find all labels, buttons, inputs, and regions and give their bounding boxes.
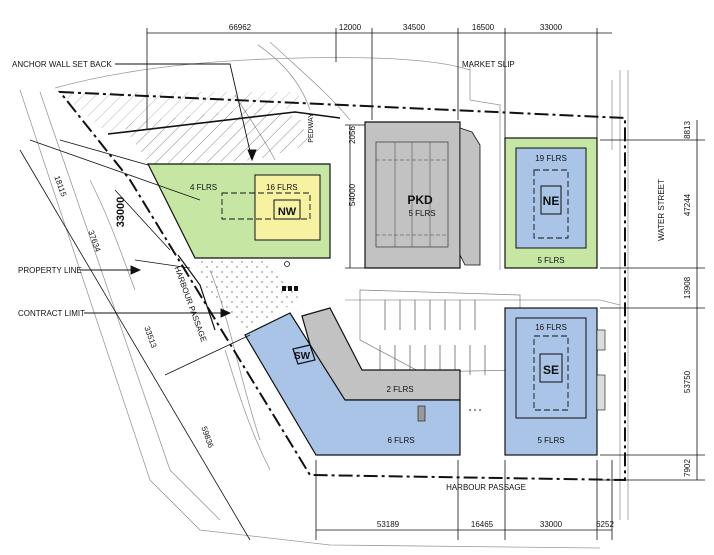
dim-right-3: 13908 xyxy=(683,276,692,299)
dim-left-4: 33513 xyxy=(142,325,158,350)
sw-wing-floors: 2 FLRS xyxy=(386,385,413,394)
sw-name: SW xyxy=(294,351,311,362)
dim-top-2: 12000 xyxy=(339,23,362,32)
label-pedway: PEDWAY xyxy=(308,113,315,143)
parking-stalls xyxy=(379,300,486,375)
leader-arrows xyxy=(80,63,257,318)
building-se: 16 FLRS SE 5 FLRS xyxy=(504,307,606,456)
dim-bottom-2: 16465 xyxy=(471,520,494,529)
pkd-floors: 5 FLRS xyxy=(408,209,435,218)
building-pkd: PKD 5 FLRS xyxy=(364,121,481,269)
se-podium-floors: 5 FLRS xyxy=(537,436,564,445)
dim-bottom-4: 6252 xyxy=(596,520,614,529)
nw-tower-outline xyxy=(221,192,311,220)
dim-pkd-2: 54000 xyxy=(348,183,357,206)
label-water-street: WATER STREET xyxy=(657,179,666,241)
building-sw: SW 2 FLRS 6 FLRS xyxy=(244,307,461,456)
dim-left-2: 33000 xyxy=(115,197,127,228)
dim-left-3: 37634 xyxy=(86,229,102,254)
label-market-slip: MARKET SLIP xyxy=(462,60,515,69)
building-ne: 19 FLRS NE 5 FLRS xyxy=(504,137,598,269)
nw-core xyxy=(273,199,301,220)
label-anchor-wall: ANCHOR WALL SET BACK xyxy=(12,60,112,69)
dim-right-4: 53750 xyxy=(683,370,692,393)
property-boundary xyxy=(57,90,626,482)
dim-bottom-3: 33000 xyxy=(540,520,563,529)
dimension-lines xyxy=(19,28,705,541)
nw-name: NW xyxy=(278,206,297,218)
label-harbour-passage-bottom: HARBOUR PASSAGE xyxy=(446,483,526,492)
dim-right-1: 8813 xyxy=(683,121,692,139)
sw-podium-floors: 6 FLRS xyxy=(387,436,414,445)
ne-podium-floors: 5 FLRS xyxy=(537,256,564,265)
dim-top-1: 66962 xyxy=(229,23,252,32)
dim-top-5: 33000 xyxy=(540,23,563,32)
label-contract-limit: CONTRACT LIMIT xyxy=(18,309,85,318)
nw-podium-floors: 4 FLRS xyxy=(190,183,217,192)
dim-top-3: 34500 xyxy=(403,23,426,32)
ne-tower-floors: 19 FLRS xyxy=(535,154,567,163)
sw-core xyxy=(292,344,316,365)
dim-top-4: 16500 xyxy=(472,23,495,32)
dim-right-2: 47244 xyxy=(683,193,692,216)
se-name: SE xyxy=(543,363,559,377)
dim-bottom-1: 53189 xyxy=(377,520,400,529)
dim-right-5: 7902 xyxy=(683,459,692,477)
site-markers xyxy=(282,261,481,411)
ne-name: NE xyxy=(543,194,560,208)
label-property-line: PROPERTY LINE xyxy=(18,266,82,275)
nw-tower-floors: 16 FLRS xyxy=(266,183,298,192)
dim-left-5: 59836 xyxy=(199,425,215,450)
building-nw: 4 FLRS 16 FLRS NW xyxy=(147,163,331,259)
se-tower-floors: 16 FLRS xyxy=(535,323,567,332)
ne-tower xyxy=(515,147,587,249)
dim-pkd-1: 2056 xyxy=(348,126,357,144)
se-tower xyxy=(515,317,587,419)
pkd-name: PKD xyxy=(407,193,433,207)
